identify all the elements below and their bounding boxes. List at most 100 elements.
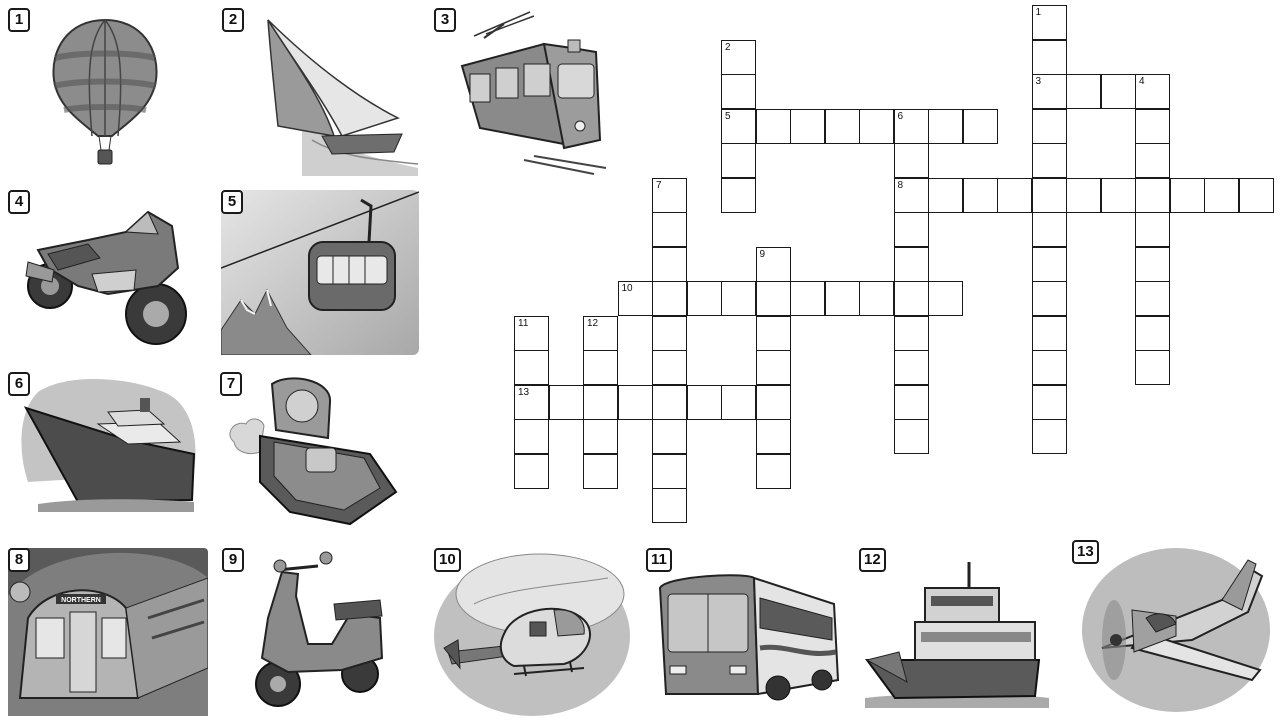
crossword-cell[interactable] [652,488,687,523]
crossword-cell[interactable] [1135,143,1170,178]
crossword-cell[interactable]: 2 [721,39,756,75]
helicopter-icon [434,553,630,716]
crossword-cell[interactable] [755,315,791,351]
crossword-cell[interactable] [928,281,963,316]
crossword-cell[interactable] [1135,246,1170,282]
crossword-cell[interactable] [652,419,687,454]
crossword-cell[interactable]: 5 [721,108,756,144]
crossword-cell[interactable] [755,453,791,489]
crossword-cell[interactable] [548,384,584,420]
crossword-cell[interactable] [652,281,687,316]
crossword-cell[interactable] [962,177,998,213]
picture-number: 7 [220,372,242,396]
crossword-cell[interactable] [1031,143,1067,178]
crossword-cell[interactable] [1031,177,1067,213]
crossword-cell[interactable] [790,281,825,316]
crossword-cell[interactable] [721,74,756,109]
crossword-cell[interactable]: 8 [893,177,929,213]
crossword-cell[interactable] [1031,108,1067,144]
crossword-cell[interactable] [686,281,722,316]
crossword-cell[interactable]: 12 [583,315,618,351]
crossword-cell[interactable] [893,350,929,385]
crossword-cell[interactable] [1031,419,1067,454]
crossword-cell[interactable]: 10 [617,281,653,316]
crossword-cell[interactable] [652,246,687,282]
crossword-cell[interactable] [514,350,549,385]
crossword-cell[interactable] [1135,315,1170,351]
crossword-cell[interactable] [755,384,791,420]
crossword-cell[interactable] [893,143,929,178]
crossword-cell[interactable] [1066,74,1101,109]
crossword-cell[interactable] [1204,177,1239,213]
crossword-cell[interactable] [652,453,687,489]
crossword-cell[interactable] [997,177,1032,213]
crossword-cell[interactable]: 6 [893,108,929,144]
crossword-cell[interactable] [583,350,618,385]
crossword-cell[interactable] [721,177,756,213]
crossword-cell[interactable] [1031,315,1067,351]
crossword-cell[interactable] [928,108,963,144]
crossword-cell[interactable] [1031,246,1067,282]
crossword-cell[interactable] [1135,177,1170,213]
crossword-cell[interactable]: 4 [1135,74,1170,109]
crossword-cell[interactable] [583,384,618,420]
crossword-cell[interactable] [893,212,929,247]
crossword-cell[interactable] [1031,39,1067,75]
crossword-cell[interactable] [686,384,722,420]
picture-1: 1 [8,8,198,178]
crossword-cell[interactable] [893,281,929,316]
crossword-cell[interactable] [1135,350,1170,385]
crossword-cell[interactable] [1238,177,1274,213]
crossword-cell[interactable]: 11 [514,315,549,351]
underground-train-icon: NORTHERN [8,548,208,716]
crossword-cell[interactable] [1031,281,1067,316]
crossword-cell[interactable] [1031,350,1067,385]
crossword-cell[interactable] [617,384,653,420]
crossword-cell[interactable] [514,419,549,454]
crossword-cell[interactable] [859,281,894,316]
crossword-cell[interactable] [755,419,791,454]
crossword-cell[interactable] [1100,74,1136,109]
scooter-icon [255,551,384,707]
hovercraft-icon [229,377,398,526]
crossword-cell[interactable] [652,384,687,420]
crossword-cell[interactable] [583,419,618,454]
crossword-cell[interactable]: 9 [755,246,791,282]
crossword-cell[interactable] [514,453,549,489]
crossword-cell[interactable] [893,246,929,282]
crossword-cell[interactable] [1031,384,1067,420]
picture-6: 6 [8,372,202,532]
crossword-cell[interactable] [893,384,929,420]
crossword-cell[interactable] [721,281,756,316]
crossword-cell[interactable] [583,453,618,489]
crossword-cell[interactable] [652,315,687,351]
crossword-cell[interactable] [962,108,998,144]
crossword-cell[interactable] [893,315,929,351]
crossword-cell[interactable] [893,419,929,454]
crossword-cell[interactable] [755,108,791,144]
crossword-cell[interactable] [1031,212,1067,247]
crossword-cell[interactable] [652,212,687,247]
crossword-cell[interactable]: 13 [514,384,549,420]
crossword-cell[interactable] [652,350,687,385]
crossword-cell[interactable] [790,108,825,144]
crossword-cell[interactable]: 7 [652,177,687,213]
crossword-cell[interactable] [824,108,860,144]
crossword-cell[interactable] [859,108,894,144]
crossword-cell[interactable] [721,384,756,420]
crossword-cell[interactable] [721,143,756,178]
crossword-cell[interactable] [1100,177,1136,213]
crossword-cell[interactable] [1066,177,1101,213]
crossword-cell[interactable] [824,281,860,316]
crossword-cell[interactable] [1169,177,1205,213]
crossword-cell[interactable] [1135,281,1170,316]
crossword-cell[interactable] [755,281,791,316]
picture-number: 9 [222,548,244,572]
crossword-cell[interactable]: 1 [1031,5,1067,40]
crossword-cell[interactable] [755,350,791,385]
crossword-cell[interactable]: 3 [1031,74,1067,109]
crossword-cell[interactable] [1135,212,1170,247]
crossword-cell[interactable] [928,177,963,213]
motorbike-icon [25,210,187,345]
crossword-cell[interactable] [1135,108,1170,144]
